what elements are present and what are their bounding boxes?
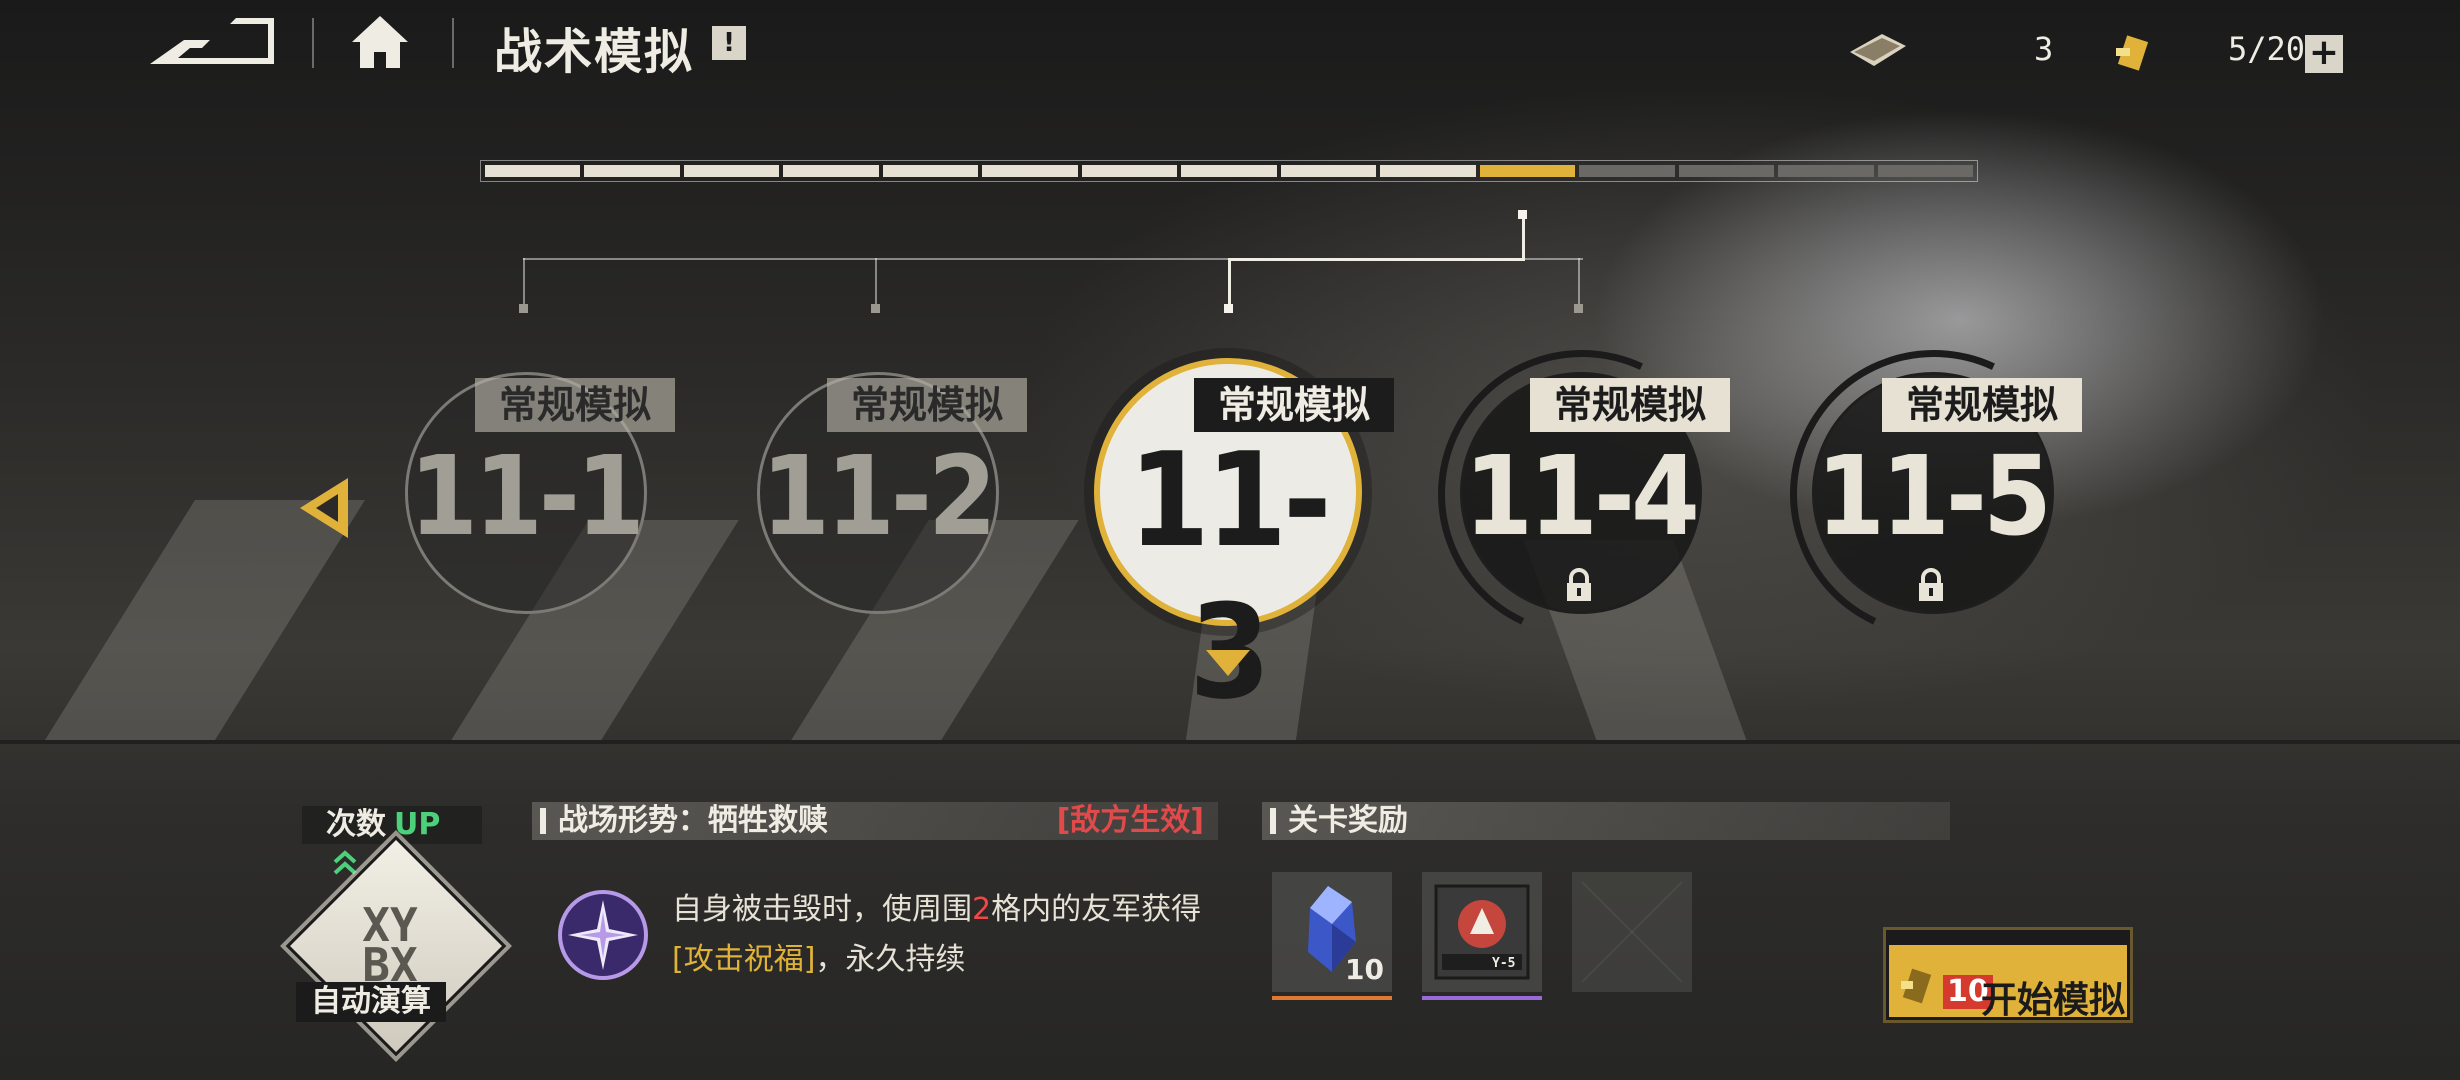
desc-part: ，永久持续 [815, 942, 966, 977]
rewards-header: 关卡奖励 [1262, 802, 1950, 840]
desc-range-number: 2 [972, 892, 992, 927]
progress-anchor-dot [1518, 210, 1527, 219]
node-connector [875, 258, 877, 306]
chapter-progress-bar [480, 160, 1978, 182]
node-connector [1578, 258, 1580, 306]
level-number: 11-3 [1128, 424, 1331, 728]
progress-segment-cleared [982, 165, 1078, 177]
blue-crystal-icon [1308, 886, 1356, 972]
selected-node-connector [1228, 258, 1525, 261]
progress-segment-cleared [485, 165, 581, 177]
enemy-effect-tag: [敌方生效] [1056, 803, 1204, 838]
progress-segment-cleared [1081, 165, 1178, 177]
start-simulation-button[interactable]: 10 开始模拟 [1886, 930, 2130, 1021]
reward-rarity-bar [1272, 996, 1392, 1000]
progress-segment-locked [1678, 165, 1775, 177]
node-connector-dot [871, 304, 880, 313]
progress-segment-locked [1778, 165, 1874, 177]
reward-item-chip[interactable]: Y-5 [1422, 872, 1542, 1000]
level-number: 11-4 [1464, 432, 1700, 560]
selected-level-caret-icon [1206, 650, 1250, 676]
attempts-text: 次数 [326, 807, 386, 842]
reward-rarity-bar [1422, 996, 1542, 1000]
level-type-tag: 常规模拟 [827, 378, 1027, 432]
home-icon[interactable] [350, 14, 410, 70]
level-node-11-4[interactable]: 常规模拟 11-4 [1397, 309, 1767, 679]
progress-segment-cleared [1181, 165, 1277, 177]
battlefield-header: 战场形势：牺牲救赎 [敌方生效] [532, 802, 1218, 840]
back-icon[interactable] [150, 18, 274, 68]
level-type-tag: 常规模拟 [1194, 378, 1394, 432]
svg-text:Y-5: Y-5 [1492, 956, 1515, 971]
effect-description-line-1: 自身被击毁时，使周围2格内的友军获得 [672, 884, 1201, 928]
lock-icon [1919, 568, 1943, 601]
auto-battle-logo: XY BX [362, 898, 418, 992]
node-connector [523, 258, 1583, 260]
double-chevron-up-icon [333, 850, 357, 875]
sacrifice-effect-icon[interactable] [558, 890, 648, 980]
battlefield-title: 战场形势：牺牲救赎 [558, 803, 828, 838]
lock-icon [1567, 568, 1591, 601]
topbar-divider [452, 18, 454, 68]
battery-stamina-icon [1901, 968, 1932, 1004]
selected-node-connector [1228, 258, 1231, 308]
progress-segment-cleared [783, 165, 879, 177]
add-stamina-button[interactable]: + [2305, 35, 2343, 73]
ticket-count: 3 [2034, 30, 2054, 68]
page-title: 战术模拟 [494, 24, 695, 80]
topbar-divider [312, 18, 314, 68]
progress-segment-cleared [584, 165, 680, 177]
progress-segment-cleared [1380, 165, 1476, 177]
info-button[interactable]: ! [712, 26, 746, 60]
selected-node-dot [1224, 304, 1233, 313]
level-number: 11-1 [409, 432, 645, 560]
level-number: 11-5 [1816, 432, 2052, 560]
ticket-card-icon [1850, 34, 1906, 66]
button-top-strip [1889, 933, 2127, 945]
reward-quantity: 10 [1345, 953, 1384, 986]
battery-stamina-icon [2116, 35, 2149, 71]
start-cost: 10 [1943, 975, 1993, 1009]
reward-item-empty [1572, 872, 1692, 992]
buff-name-tag: [攻击祝福] [672, 942, 816, 977]
previous-chapter-arrow-icon[interactable] [300, 478, 348, 538]
node-connector [523, 258, 525, 306]
auto-battle-label[interactable]: 自动演算 [296, 982, 446, 1022]
level-node-11-1[interactable]: 常规模拟 11-1 [405, 372, 675, 614]
level-type-tag: 常规模拟 [1530, 378, 1730, 432]
node-connector-dot [519, 304, 528, 313]
effect-description-line-2: [攻击祝福]，永久持续 [672, 934, 965, 978]
progress-segment-cleared [683, 165, 780, 177]
reward-item-crystal[interactable]: 10 [1272, 872, 1392, 1000]
level-node-11-5[interactable]: 常规模拟 11-5 [1749, 309, 2119, 679]
star-burst-icon [568, 900, 638, 970]
progress-segment-locked [1877, 165, 1974, 177]
selected-node-connector [1522, 214, 1525, 260]
level-type-tag: 常规模拟 [475, 378, 675, 432]
level-node-11-2[interactable]: 常规模拟 11-2 [757, 372, 1027, 614]
empty-slot-icon [1581, 881, 1683, 983]
desc-part: 格内的友军获得 [991, 892, 1202, 927]
level-number: 11-2 [761, 432, 997, 560]
y5-chip-card-icon: Y-5 [1434, 884, 1530, 980]
attempts-up-text: UP [394, 807, 441, 842]
node-connector-dot [1574, 304, 1583, 313]
level-node-11-3[interactable]: 常规模拟 11-3 [1094, 358, 1394, 728]
progress-segment-cleared [882, 165, 979, 177]
progress-segment-current [1479, 165, 1576, 177]
level-type-tag: 常规模拟 [1882, 378, 2082, 432]
start-label: 开始模拟 [1981, 980, 2126, 1021]
background-ground-shadow [0, 740, 2460, 744]
progress-segment-cleared [1280, 165, 1377, 177]
desc-part: 自身被击毁时，使周围 [672, 892, 972, 927]
progress-segment-locked [1579, 165, 1675, 177]
